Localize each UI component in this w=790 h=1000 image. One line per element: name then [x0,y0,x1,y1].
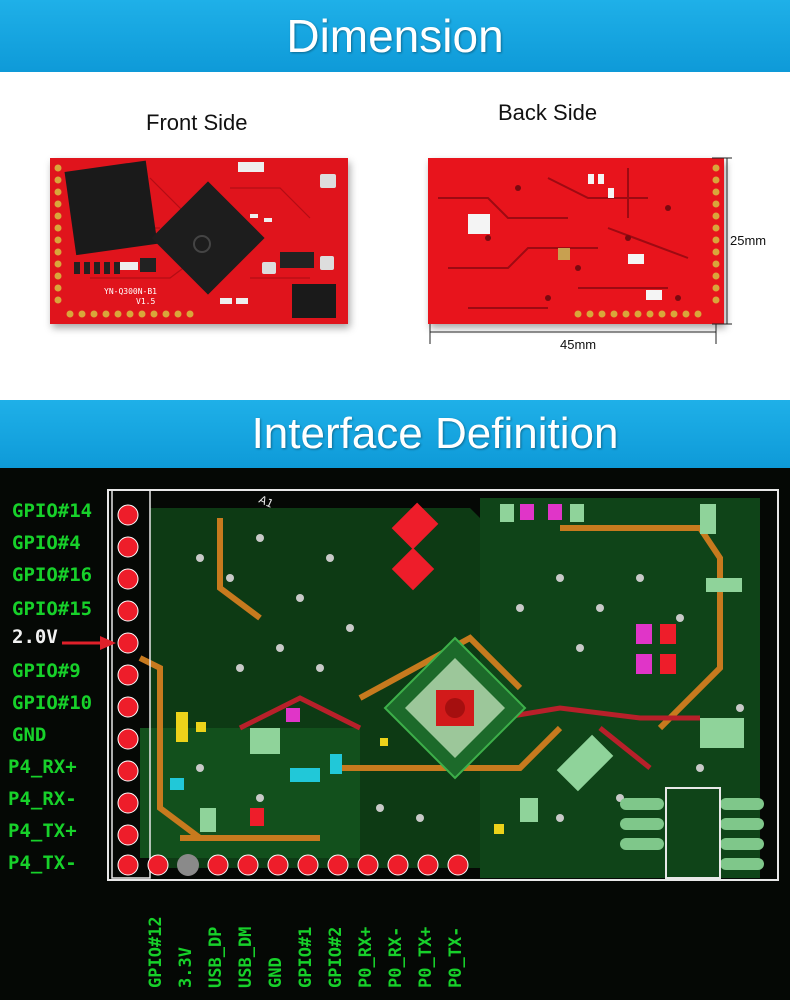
pin-label-p4-rx-minus: P4_RX- [8,788,77,810]
pin-label-gpio10: GPIO#10 [12,692,93,714]
pin-label-gpio2: GPIO#2 [326,926,346,988]
pin-label-p0-tx-plus: P0_TX+ [416,926,436,988]
front-board-image: YN-Q300N-B1 V1.5 [50,158,348,324]
pin-label-gpio14: GPIO#14 [12,500,93,522]
pin-label-p4-tx-minus: P4_TX- [8,852,77,874]
pin-label-2v0: 2.0V [12,626,58,648]
pin-label-p0-tx-minus: P0_TX- [446,926,466,988]
width-dimension-label: 45mm [560,337,597,352]
pcb-marker-label: A1 [257,493,276,511]
back-board-image [428,158,724,324]
dimension-banner: Dimension [0,0,790,72]
interface-banner: Interface Definition [0,400,790,468]
pin-label-gnd: GND [12,724,47,746]
pin-label-3v3: 3.3V [176,947,196,988]
front-chip-text: YN-Q300N-B1 [104,287,157,296]
pin-label-gpio12: GPIO#12 [146,916,166,988]
pin-label-gpio4: GPIO#4 [12,532,81,554]
pin-label-usb-dm: USB_DM [236,926,256,988]
pcb-drawing: A1 [0,468,790,1000]
pin-label-p4-rx-plus: P4_RX+ [8,756,77,778]
front-version-text: V1.5 [136,297,155,306]
pin-label-usb-dp: USB_DP [206,926,226,988]
back-board-drawing [428,158,724,324]
pin-label-bottom-gnd: GND [266,957,286,988]
dimension-lines [429,157,732,344]
front-board-drawing: YN-Q300N-B1 V1.5 [50,158,348,324]
pin-label-gpio15: GPIO#15 [12,598,93,620]
interface-title: Interface Definition [251,409,619,458]
pin-label-p0-rx-minus: P0_RX- [386,926,406,988]
back-side-label: Back Side [498,100,598,125]
dimension-title: Dimension [286,10,504,62]
pin-label-gpio9: GPIO#9 [12,660,81,682]
height-dimension-label: 25mm [730,233,767,248]
pin-label-p4-tx-plus: P4_TX+ [8,820,77,842]
front-side-label: Front Side [146,110,248,135]
pin-label-gpio16: GPIO#16 [12,564,93,586]
pin-label-gpio1: GPIO#1 [296,926,316,988]
pin-label-p0-rx-plus: P0_RX+ [356,926,376,988]
pcb-layout-image: A1 GPIO#14 GPIO#4 GPIO#16 GPIO#15 2.0V G… [0,468,790,1000]
